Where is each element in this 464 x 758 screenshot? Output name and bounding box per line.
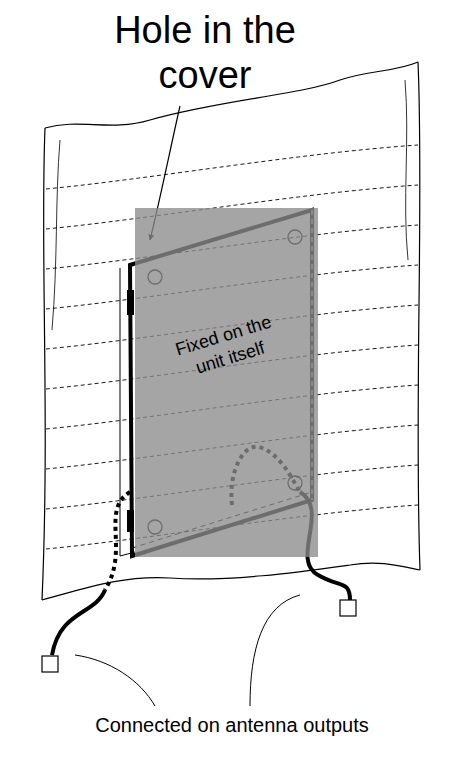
- sleeve-bottom: [42, 563, 420, 600]
- plate-caption: Fixed on the unit itself: [162, 308, 290, 388]
- leader-line: [250, 595, 300, 706]
- cable-hidden: [105, 492, 130, 590]
- note-label: Connected on antenna outputs: [20, 712, 444, 738]
- antenna-connector: [42, 656, 58, 672]
- quilting-seam: [46, 145, 418, 189]
- cable: [52, 590, 105, 655]
- leader-line: [75, 655, 155, 706]
- unit-plate: Fixed on the unit itself: [135, 208, 318, 557]
- callout-label: Hole in the cover: [112, 8, 298, 98]
- sleeve-edge: [42, 128, 45, 600]
- sleeve-edge: [418, 62, 420, 570]
- antenna-connector: [340, 600, 356, 616]
